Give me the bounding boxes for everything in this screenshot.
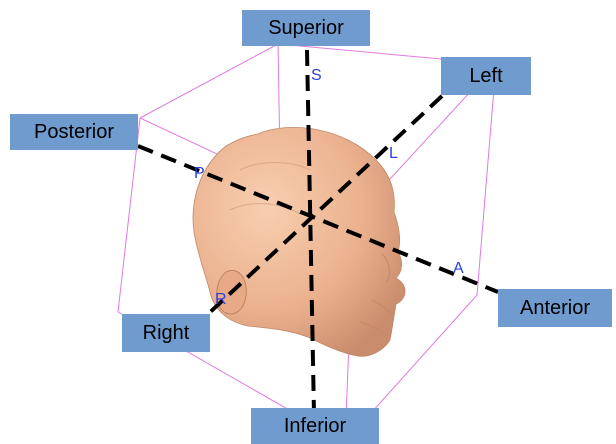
label-left: Left bbox=[441, 57, 531, 95]
axis-letter-r: R bbox=[215, 291, 227, 308]
label-inferior: Inferior bbox=[251, 408, 379, 444]
label-posterior: Posterior bbox=[10, 114, 138, 150]
axis-letter-a: A bbox=[453, 260, 464, 277]
label-superior: Superior bbox=[242, 10, 370, 46]
axis-letter-l: L bbox=[389, 145, 398, 162]
axis-letter-p: P bbox=[194, 165, 205, 182]
axis-letter-s: S bbox=[311, 67, 322, 84]
label-anterior: Anterior bbox=[498, 289, 612, 327]
label-right: Right bbox=[122, 314, 210, 352]
